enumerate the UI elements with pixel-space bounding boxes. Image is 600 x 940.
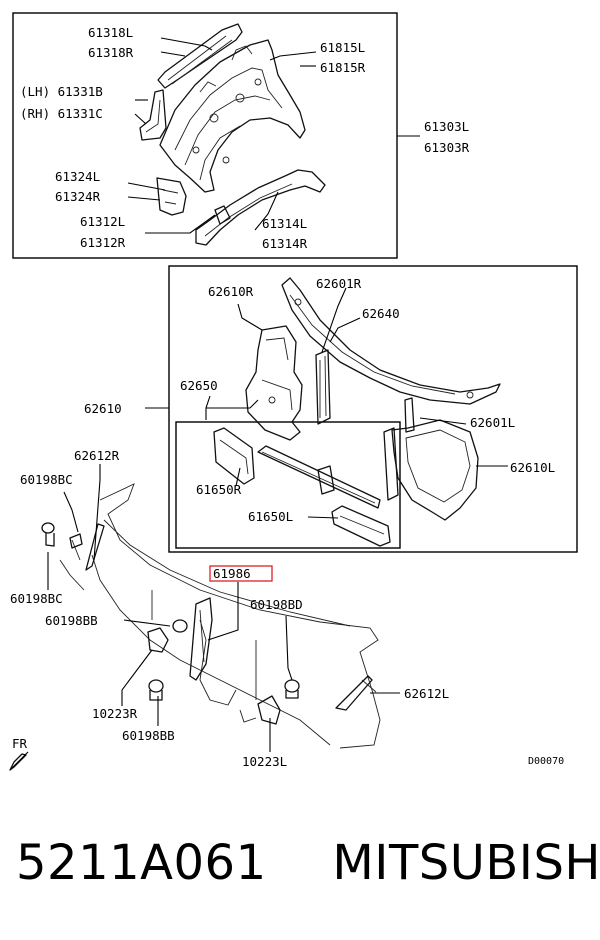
diagram-code: D00070: [528, 756, 564, 767]
label-61303L: 61303L: [424, 119, 469, 134]
stay-62612R: [85, 523, 105, 571]
label-61986: 61986: [213, 566, 251, 581]
bracket-10223R: [147, 627, 169, 653]
front-arrow-icon: [9, 751, 29, 771]
label-61324R: 61324R: [55, 189, 101, 204]
label-61331B: (LH) 61331B: [20, 84, 103, 99]
parts-diagram: 61318L 61318R 61815L 61815R (LH) 61331B …: [9, 12, 578, 771]
upper-bar-62640: [281, 277, 501, 405]
label-61318R: 61318R: [88, 45, 134, 60]
label-10223R: 10223R: [92, 706, 138, 721]
highlight-61986-box: [209, 565, 273, 582]
label-61314R: 61314R: [262, 236, 308, 251]
label-61815R: 61815R: [320, 60, 366, 75]
part-number: 5211A061: [16, 835, 267, 891]
label-62612L: 62612L: [404, 686, 449, 701]
label-62610L: 62610L: [510, 460, 555, 475]
vertical-bracket-62601R: [315, 349, 331, 425]
front-label: FR: [12, 736, 28, 751]
label-62640: 62640: [362, 306, 400, 321]
label-61650L: 61650L: [248, 509, 293, 524]
bracket-10223L: [257, 695, 281, 725]
label-61324L: 61324L: [55, 169, 100, 184]
sub-assembly-62650-box: [175, 421, 401, 549]
stay-62612L: [335, 675, 377, 711]
label-61331C: (RH) 61331C: [20, 106, 103, 121]
label-10223L: 10223L: [242, 754, 287, 769]
small-bracket: [317, 465, 335, 495]
radiator-support-group-box: [168, 265, 578, 553]
bolt-60198BC: [41, 522, 83, 549]
label-61318L: 61318L: [88, 25, 133, 40]
label-61303R: 61303R: [424, 140, 470, 155]
label-62610R: 62610R: [208, 284, 254, 299]
label-60198BC-top: 60198BC: [20, 472, 73, 487]
bracket-61650R: [213, 427, 255, 485]
label-62601L: 62601L: [470, 415, 515, 430]
label-61815L: 61815L: [320, 40, 365, 55]
lower-bar-61650: [257, 445, 381, 509]
label-61314L: 61314L: [262, 216, 307, 231]
bracket-61650L: [331, 505, 391, 547]
vertical-bracket-62601L: [383, 427, 399, 501]
side-panel-62610L: [383, 397, 479, 521]
label-61312L: 61312L: [80, 214, 125, 229]
label-60198BB-bottom: 60198BB: [122, 728, 175, 743]
bracket-61324: [156, 177, 187, 216]
footer: 5211A061 MITSUBISHI: [16, 835, 600, 905]
label-61650R: 61650R: [196, 482, 242, 497]
side-panel-62610R: [245, 325, 303, 441]
label-62610: 62610: [84, 401, 122, 416]
label-62650: 62650: [180, 378, 218, 393]
label-62612R: 62612R: [74, 448, 120, 463]
center-stay-61986: [189, 597, 213, 681]
label-61312R: 61312R: [80, 235, 126, 250]
upper-member-61318: [157, 23, 243, 89]
label-60198BC-bottom: 60198BC: [10, 591, 63, 606]
lower-member-61314: [195, 169, 326, 246]
bracket-61312: [214, 205, 231, 225]
bolt-60198BD: [284, 679, 300, 699]
brand-name: MITSUBISHI: [332, 835, 600, 891]
bolt-60198BB: [148, 619, 188, 701]
label-60198BB-top: 60198BB: [45, 613, 98, 628]
label-60198BD: 60198BD: [250, 597, 303, 612]
fender-apron-assembly: [159, 39, 306, 193]
bracket-61331: [139, 89, 167, 141]
body-outline: [59, 483, 381, 749]
label-62601R: 62601R: [316, 276, 362, 291]
